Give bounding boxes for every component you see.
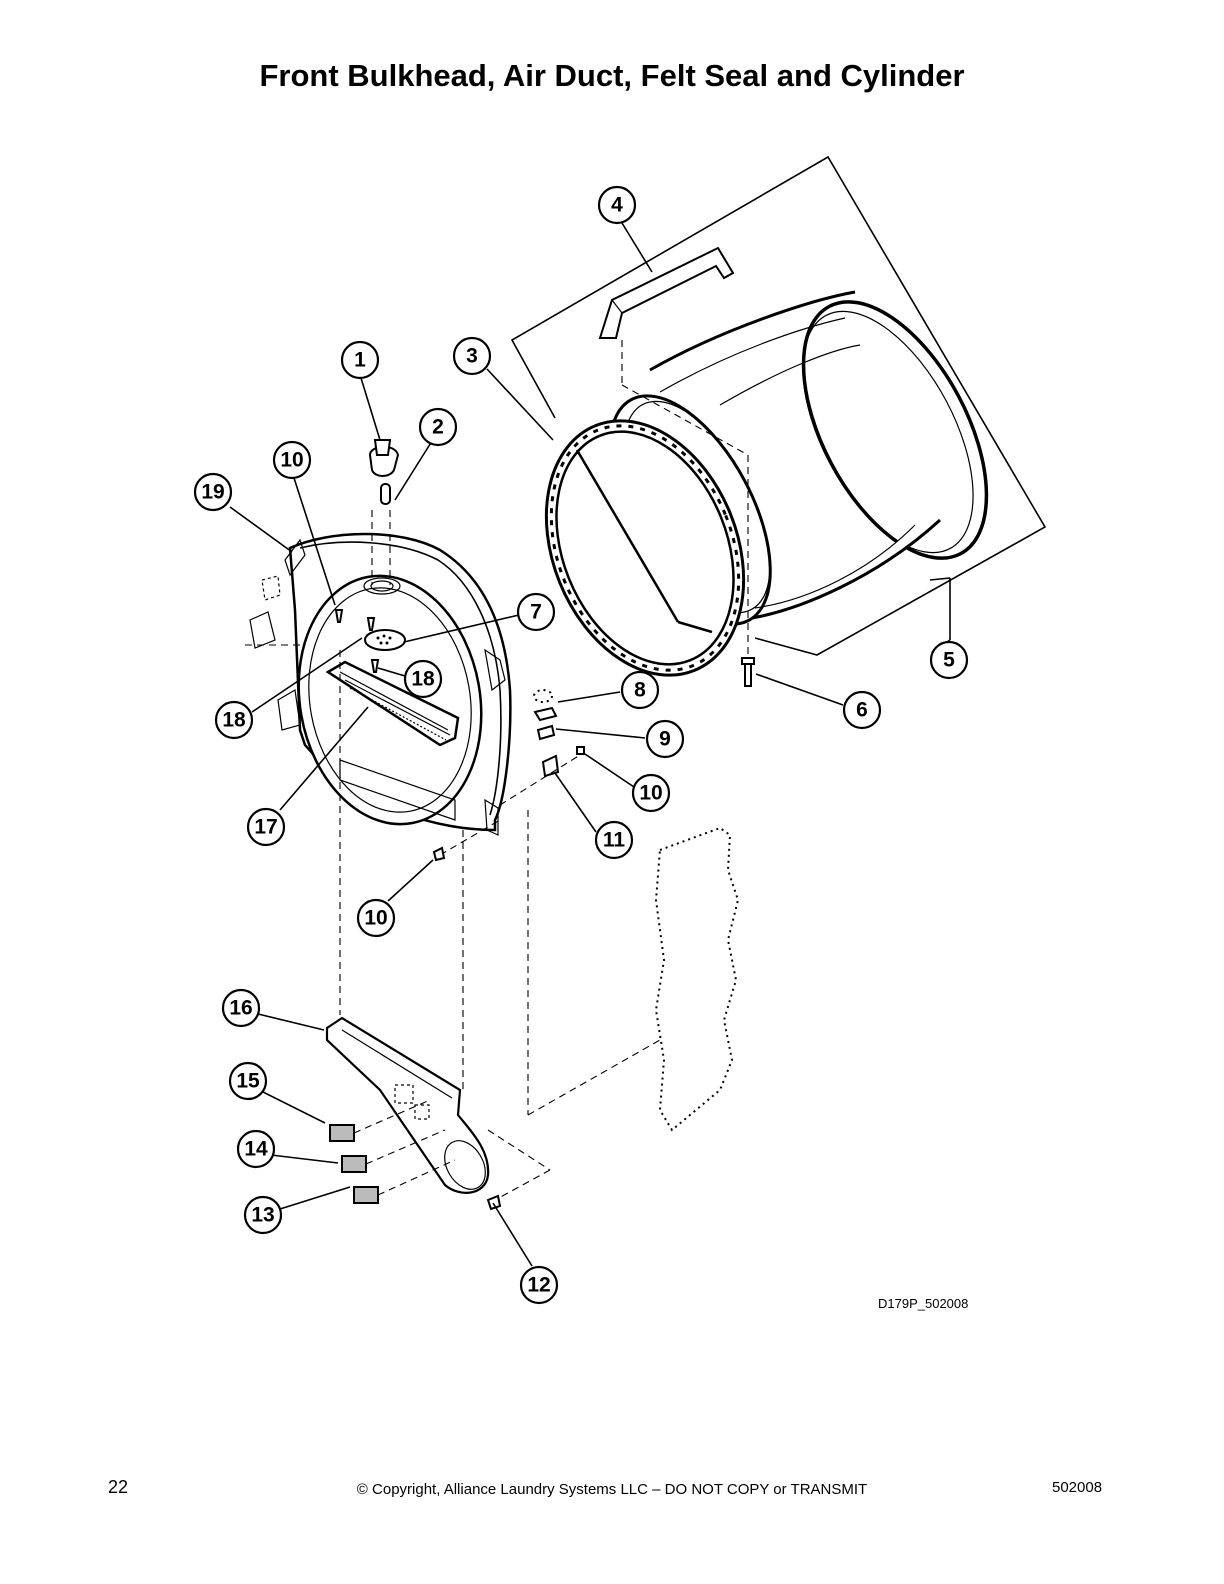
callout-7: 7 — [516, 592, 556, 632]
bulkhead-screw — [432, 846, 446, 862]
callout-18-left: 18 — [214, 700, 254, 740]
svg-text:4: 4 — [611, 194, 623, 217]
door-switch-assembly — [334, 609, 406, 673]
callout-16: 16 — [221, 988, 261, 1028]
callout-18-right: 18 — [403, 659, 443, 699]
callout-1: 1 — [340, 340, 380, 380]
svg-text:3: 3 — [466, 345, 478, 368]
callout-11: 11 — [594, 820, 634, 860]
callout-5: 5 — [929, 640, 969, 680]
thermostat-sensor — [368, 439, 400, 505]
callout-19: 19 — [193, 472, 233, 512]
copyright-notice: © Copyright, Alliance Laundry Systems LL… — [356, 1481, 868, 1498]
hinge-brackets — [499, 689, 585, 806]
callout-6: 6 — [842, 690, 882, 730]
svg-text:13: 13 — [251, 1204, 274, 1227]
svg-text:16: 16 — [229, 997, 252, 1020]
svg-text:11: 11 — [603, 829, 626, 852]
callout-10-right: 10 — [631, 773, 671, 813]
callout-8: 8 — [620, 670, 660, 710]
callout-4: 4 — [597, 185, 637, 225]
svg-text:8: 8 — [634, 679, 646, 702]
front-bulkhead — [245, 510, 512, 836]
drum-baffle — [598, 246, 749, 660]
document-number: 502008 — [1052, 1479, 1103, 1496]
callout-12: 12 — [519, 1265, 559, 1305]
svg-text:10: 10 — [280, 449, 303, 472]
svg-text:18: 18 — [411, 668, 435, 691]
svg-text:17: 17 — [254, 816, 277, 839]
duct-screw — [486, 1194, 502, 1211]
svg-text:1: 1 — [354, 349, 366, 372]
callout-10-lower: 10 — [356, 898, 396, 938]
page-title: Front Bulkhead, Air Duct, Felt Seal and … — [259, 58, 965, 93]
svg-text:10: 10 — [364, 907, 387, 930]
felt-seal-ring — [544, 419, 746, 677]
side-panel-outline — [527, 810, 740, 1132]
callout-13: 13 — [243, 1195, 283, 1235]
callout-15: 15 — [228, 1061, 268, 1101]
callout-9: 9 — [645, 719, 685, 759]
callout-17: 17 — [246, 807, 286, 847]
svg-text:10: 10 — [639, 782, 662, 805]
svg-text:5: 5 — [943, 649, 955, 672]
page-number: 22 — [108, 1477, 129, 1497]
air-duct — [325, 1016, 551, 1201]
svg-text:9: 9 — [659, 728, 671, 751]
cylinder-assembly-bracket — [510, 155, 1047, 656]
svg-text:7: 7 — [530, 601, 542, 624]
svg-text:19: 19 — [201, 481, 224, 504]
duct-seal-pads — [329, 1099, 456, 1204]
callout-2: 2 — [418, 407, 458, 447]
svg-text:18: 18 — [222, 709, 246, 732]
svg-text:6: 6 — [856, 699, 868, 722]
callout-3: 3 — [452, 336, 492, 376]
drum-screw — [741, 657, 755, 687]
callout-10-top: 10 — [272, 440, 312, 480]
svg-text:2: 2 — [432, 416, 444, 439]
leader-lines — [229, 222, 951, 1267]
drawing-code: D179P_502008 — [878, 1296, 969, 1311]
callout-14: 14 — [236, 1129, 276, 1169]
svg-text:14: 14 — [244, 1138, 268, 1161]
svg-text:12: 12 — [527, 1274, 550, 1297]
svg-text:15: 15 — [236, 1070, 260, 1093]
